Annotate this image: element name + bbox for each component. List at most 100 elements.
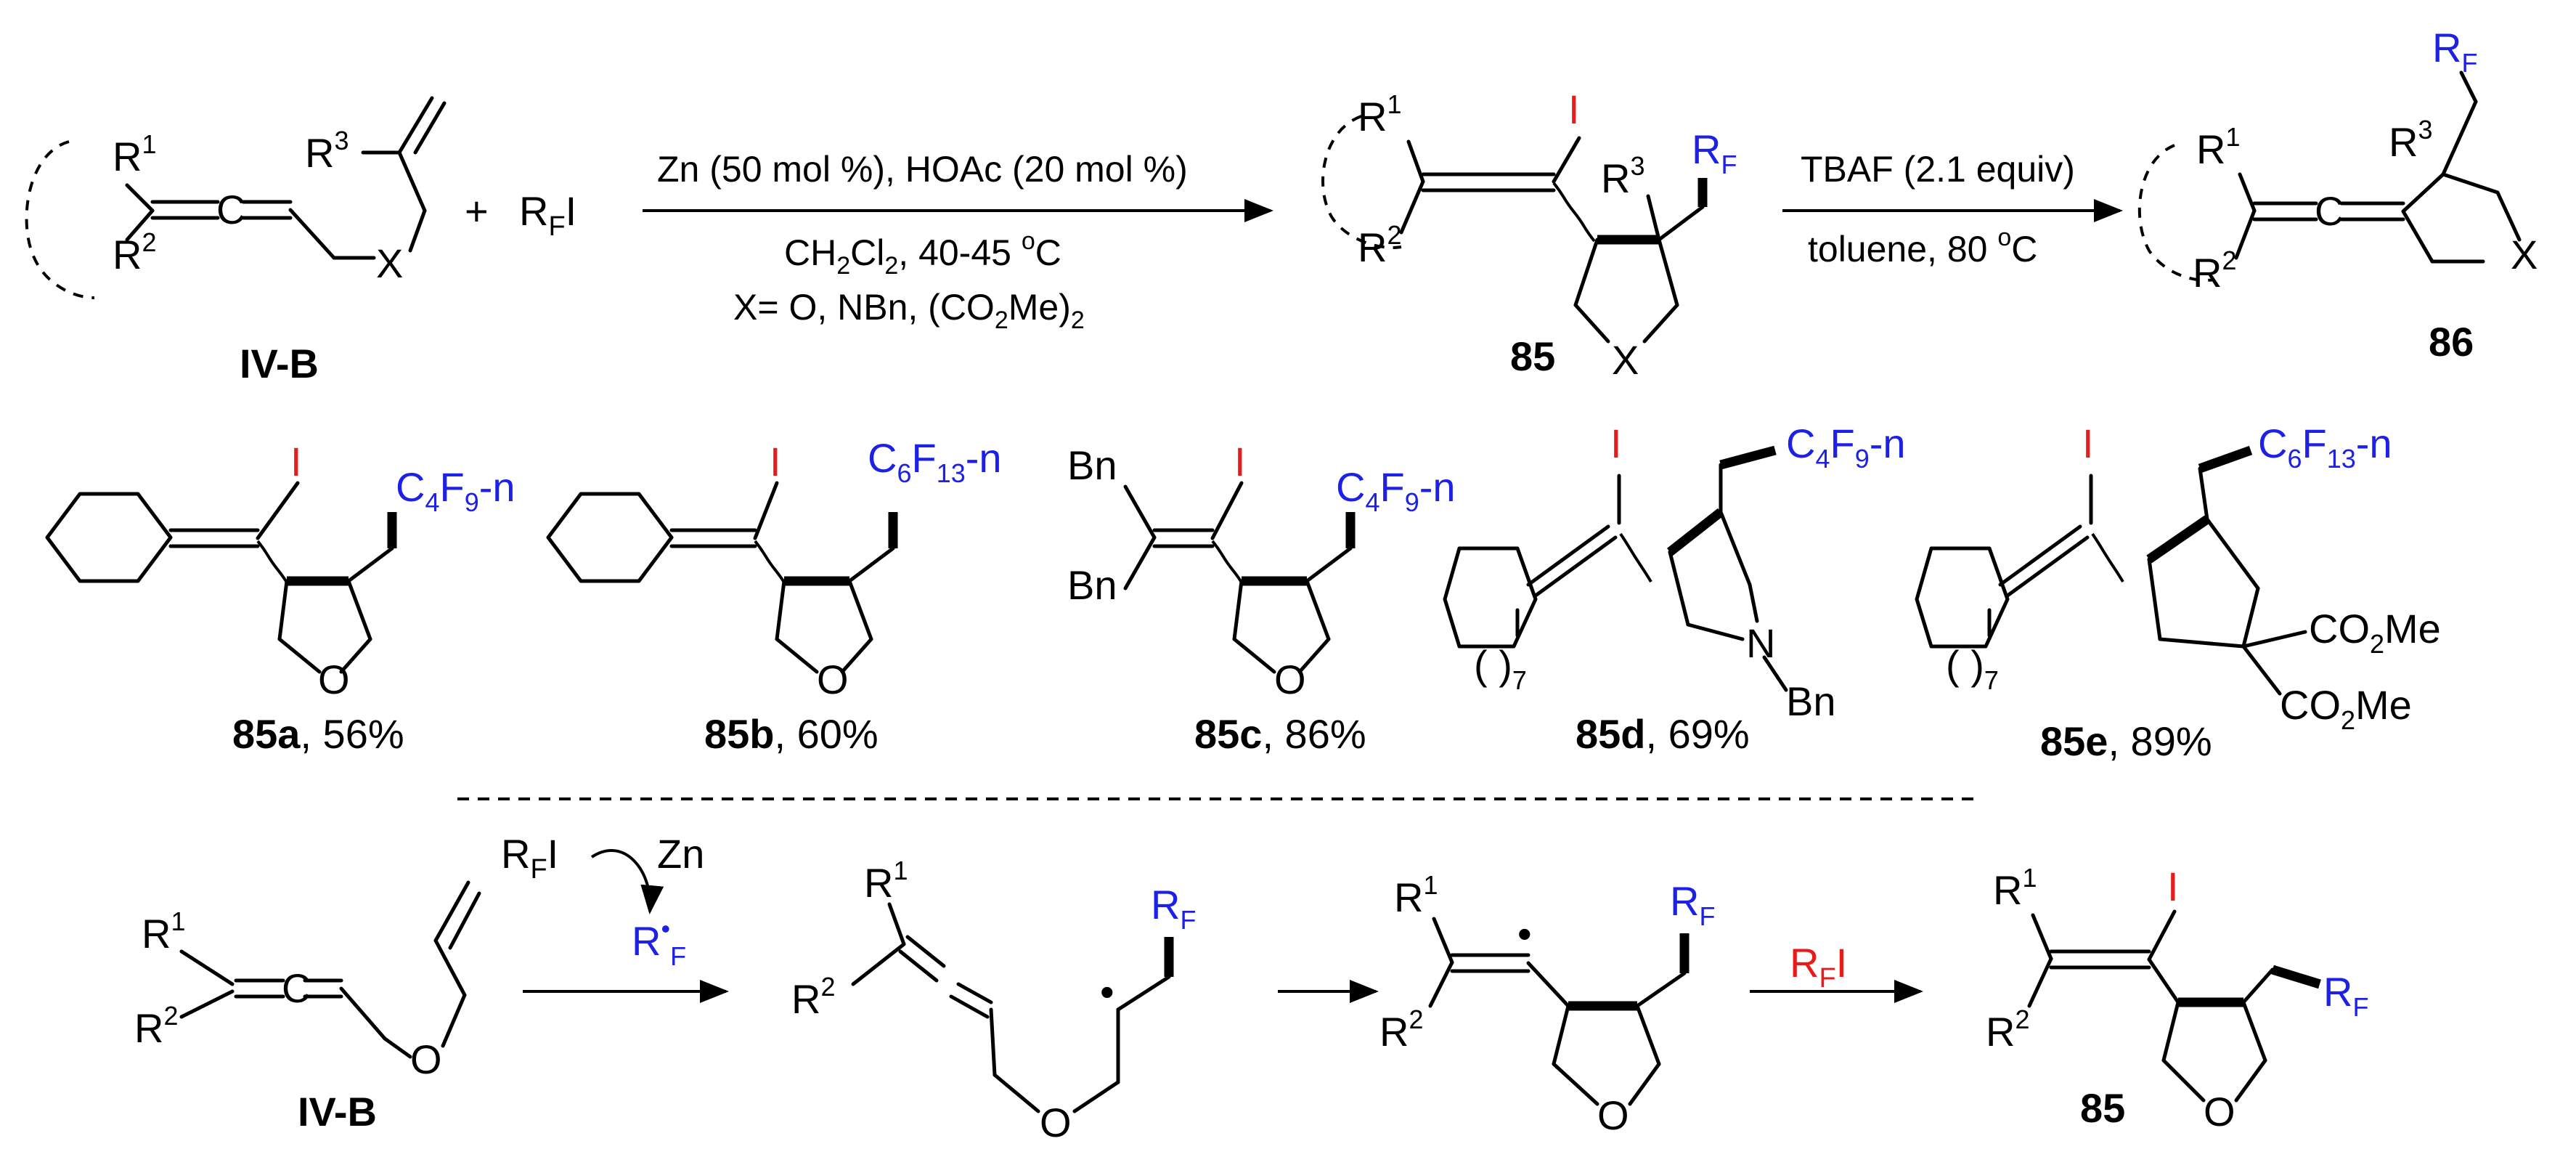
allene-c-label: C [2315, 188, 2344, 234]
r1-label: R1 [1394, 870, 1438, 920]
iodine-label: I [290, 439, 302, 484]
perfluoroalkyl-chain: C4F9-n [396, 464, 515, 517]
r3-label: R3 [2389, 115, 2432, 165]
allene-c-label: C [282, 965, 311, 1011]
r1-label: R1 [2196, 122, 2240, 172]
oxygen-label: O [1040, 1100, 1072, 1145]
benzyl-label: Bn [1786, 678, 1836, 724]
cyclooctane-ring [1443, 546, 1538, 649]
example-85a: I C4F9-n O 85a, 56% [45, 439, 515, 757]
iodine-label: I [2082, 421, 2094, 466]
product-86: R1 R2 C R3 RF X 86 [2137, 25, 2538, 365]
x-label: X [1612, 337, 1639, 383]
perfluoroalkyl-chain: C6F13-n [868, 435, 1002, 488]
ring-dash-arc [1321, 115, 1402, 249]
compound-label-ivb-mech: IV-B [298, 1089, 377, 1134]
rf-label: RF [2323, 969, 2368, 1022]
r1-label: R1 [1358, 89, 1401, 139]
compound-label-85: 85 [1510, 333, 1555, 379]
oxygen-label: O [410, 1036, 442, 1082]
r3-label: R3 [1601, 151, 1644, 201]
example-label-85a: 85a, 56% [232, 711, 404, 757]
perfluoroalkyl-chain: C6F13-n [2258, 421, 2392, 474]
conditions1-line1: Zn (50 mol %), HOAc (20 mol %) [657, 149, 1188, 190]
rf-label: RF [1670, 878, 1715, 931]
oxygen-label: O [1597, 1092, 1629, 1138]
iodine-label: I [2167, 864, 2179, 909]
oxygen-label: O [318, 657, 350, 702]
iodine-label: I [770, 439, 781, 484]
r3-label: R3 [305, 126, 349, 176]
radical-dot: • [1100, 969, 1114, 1015]
cyclohexane-ring [45, 492, 173, 583]
cyclohexane-ring [546, 492, 674, 583]
wavy-bond [1211, 540, 1244, 586]
benzyl-label: Bn [1067, 442, 1117, 488]
iodine-label: I [1234, 439, 1246, 484]
final-product-85: R1 R2 I RF O 85 [1986, 863, 2368, 1134]
compound-label-86: 86 [2429, 319, 2474, 365]
r2-label: R2 [113, 227, 156, 277]
conditions1-line2: CH2Cl2, 40-45 oC [784, 227, 1061, 280]
product-85-top: R1 R2 I R3 RF X 85 [1321, 86, 1737, 383]
compound-label-ivb: IV-B [240, 341, 319, 386]
starting-material-ivb: R1 R2 C R3 X IV-B [25, 96, 447, 386]
x-label: X [2511, 232, 2538, 277]
perfluoroalkyl-chain: C4F9-n [1786, 421, 1906, 474]
ring-dash-arc [25, 140, 95, 299]
radical-dot: • [1517, 911, 1532, 957]
example-label-85e: 85e, 89% [2040, 718, 2212, 764]
r1-label: R1 [113, 129, 156, 179]
example-85d: I C4F9-n N Bn ( )7 85d, 69% [1443, 421, 1906, 757]
radical-intermediate-1: R1 R2 • O RF [791, 856, 1196, 1145]
example-label-85d: 85d, 69% [1576, 711, 1750, 757]
ester-label: CO2Me [2280, 682, 2412, 735]
wavy-bond [754, 540, 787, 586]
ring-size-label: ( )7 [1946, 642, 1999, 695]
compound-label-85-final: 85 [2080, 1085, 2125, 1131]
wavy-bond [1619, 532, 1652, 583]
mech-rfi-reagent-red: RFI [1790, 940, 1847, 994]
wavy-bond [2091, 532, 2124, 583]
wavy-bond [256, 540, 290, 586]
r2-label: R2 [2193, 245, 2236, 296]
r2-label: R2 [134, 1001, 178, 1051]
nitrogen-label: N [1746, 620, 1775, 666]
r2-label: R2 [1358, 220, 1401, 270]
r1-label: R1 [1993, 863, 2037, 913]
oxygen-label: O [817, 657, 849, 702]
r2-label: R2 [1986, 1004, 2029, 1055]
initiation-curved-arrow [590, 849, 664, 914]
example-label-85c: 85c, 86% [1194, 711, 1366, 757]
wavy-bond [1552, 182, 1596, 243]
conditions2-line1: TBAF (2.1 equiv) [1801, 149, 2075, 190]
zinc-label: Zn [657, 831, 704, 877]
ring-dash-arc [2137, 144, 2215, 282]
rf-label: RF [2432, 25, 2477, 78]
r1-label: R1 [864, 856, 908, 906]
benzyl-label: Bn [1067, 562, 1117, 608]
plus-sign: + [465, 188, 489, 234]
rf-label: RF [1151, 882, 1196, 935]
example-85c: Bn Bn I C4F9-n O 85c, 86% [1067, 439, 1456, 757]
reagent-rfi: RFI [519, 188, 576, 242]
rf-radical-label: R•F [632, 914, 686, 971]
mech-rfi-reagent: RFI [501, 831, 558, 885]
rf-label: RF [1692, 126, 1737, 179]
oxygen-label: O [1274, 657, 1306, 702]
r1-label: R1 [142, 906, 185, 957]
perfluoroalkyl-chain: C4F9-n [1336, 464, 1456, 517]
conditions1-line3: X= O, NBn, (CO2Me)2 [733, 287, 1085, 334]
iodine-label: I [1568, 86, 1580, 132]
mechanism-start-ivb: R1 R2 C O IV-B [134, 880, 481, 1134]
iodine-label: I [1610, 421, 1622, 466]
oxygen-label: O [2204, 1089, 2235, 1134]
ester-label: CO2Me [2309, 606, 2441, 659]
radical-intermediate-2: R1 R2 • O RF [1379, 870, 1715, 1138]
allene-c-label: C [216, 187, 245, 232]
example-85e: I C6F13-n CO2Me CO2Me ( )7 85e, 89% [1915, 421, 2441, 764]
example-85b: I C6F13-n O 85b, 60% [546, 435, 1002, 757]
ring-size-label: ( )7 [1474, 642, 1527, 695]
conditions2-line2: toluene, 80 oC [1808, 224, 2037, 269]
